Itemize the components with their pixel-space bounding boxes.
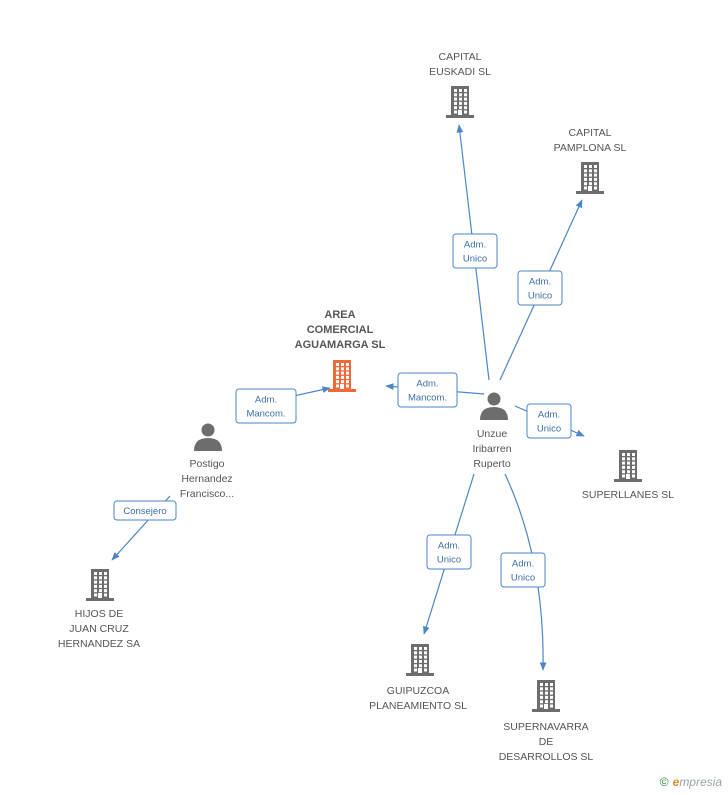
edge-label-text: Unico bbox=[537, 424, 561, 435]
edge-unzue-to-area[interactable]: Adm. Mancom. bbox=[385, 372, 485, 408]
building-icon bbox=[86, 569, 114, 601]
node-label: SUPERNAVARRA bbox=[503, 721, 588, 733]
edge-label-text: Unico bbox=[511, 573, 535, 584]
node-label: Iribarren bbox=[472, 443, 511, 455]
edge-unzue-to-pamplona[interactable]: Adm. Unico bbox=[499, 199, 583, 381]
building-icon bbox=[576, 162, 604, 194]
building-icon bbox=[328, 360, 356, 392]
node-label: Ruperto bbox=[473, 458, 511, 470]
copyright-symbol: © bbox=[659, 775, 669, 789]
edges-layer: Adm.UnicoAdm.UnicoAdm.Mancom.Adm.UnicoAd… bbox=[111, 124, 585, 671]
node-label: Hernandez bbox=[181, 473, 232, 485]
edge-label-text: Adm. bbox=[255, 395, 277, 406]
building-icon bbox=[614, 450, 642, 482]
node-label: DE bbox=[539, 736, 554, 748]
node-guipuzcoa[interactable]: GUIPUZCOA PLANEAMIENTO SL bbox=[369, 644, 467, 712]
node-label: CAPITAL bbox=[439, 51, 482, 63]
node-label: EUSKADI SL bbox=[429, 66, 491, 78]
edge-label-text: Consejero bbox=[123, 506, 166, 517]
footer-brand: © empresia bbox=[660, 775, 722, 789]
node-euskadi[interactable]: CAPITAL EUSKADI SL bbox=[429, 51, 491, 118]
edge-label-box[interactable] bbox=[397, 372, 458, 408]
edge-label-text: Adm. bbox=[512, 559, 534, 570]
edge-label-text: Adm. bbox=[529, 277, 551, 288]
node-postigo[interactable]: PostigoHernandezFrancisco... bbox=[180, 423, 234, 501]
edge-unzue-to-guipuzcoa[interactable]: Adm. Unico bbox=[423, 473, 475, 635]
edge-label-text: Adm. bbox=[464, 240, 486, 251]
edge-label-box[interactable] bbox=[113, 500, 177, 521]
edge-label-text: Unico bbox=[437, 555, 461, 566]
edge-unzue-to-supernavarra[interactable]: Adm. Unico bbox=[500, 473, 547, 671]
node-label: JUAN CRUZ bbox=[69, 623, 129, 635]
building-icon bbox=[406, 644, 434, 676]
node-label: AGUAMARGA SL bbox=[295, 339, 386, 351]
edge-label-box[interactable] bbox=[452, 233, 498, 269]
node-label: DESARROLLOS SL bbox=[499, 751, 594, 763]
edge-unzue-to-superllanes[interactable]: Adm. Unico bbox=[514, 403, 585, 439]
person-icon bbox=[194, 423, 222, 451]
edge-label-box[interactable] bbox=[426, 534, 472, 570]
node-hijos[interactable]: HIJOS DE JUAN CRUZ HERNANDEZ SA bbox=[58, 569, 140, 650]
edge-label-text: Mancom. bbox=[408, 393, 447, 404]
building-icon bbox=[532, 680, 560, 712]
edge-label-text: Adm. bbox=[416, 379, 438, 390]
node-label: Unzue bbox=[477, 428, 508, 440]
node-pamplona[interactable]: CAPITAL PAMPLONA SL bbox=[554, 127, 627, 194]
edge-label-text: Unico bbox=[463, 254, 487, 265]
node-label: Francisco... bbox=[180, 488, 234, 500]
edge-label-text: Unico bbox=[528, 291, 552, 302]
node-area[interactable]: AREA COMERCIAL AGUAMARGA SL bbox=[295, 309, 386, 392]
node-label: COMERCIAL bbox=[307, 324, 374, 336]
empresia-logo[interactable]: empresia bbox=[672, 775, 722, 789]
node-label: Postigo bbox=[189, 458, 224, 470]
edge-label-box[interactable] bbox=[526, 403, 572, 439]
nodes-layer: AREA COMERCIAL AGUAMARGA SL CAPITAL EUSKADI … bbox=[58, 51, 674, 763]
edge-postigo-to-hijos[interactable]: Consejero bbox=[111, 495, 177, 561]
edge-unzue-to-euskadi[interactable]: Adm. Unico bbox=[452, 124, 498, 381]
node-label: GUIPUZCOA bbox=[387, 685, 449, 697]
edge-label-text: Mancom. bbox=[246, 409, 285, 420]
building-icon bbox=[446, 86, 474, 118]
node-superllanes[interactable]: SUPERLLANES SL bbox=[582, 450, 674, 501]
edge-label-box[interactable] bbox=[235, 388, 297, 424]
node-label: HERNANDEZ SA bbox=[58, 638, 140, 650]
node-label: CAPITAL bbox=[569, 127, 612, 139]
edge-label-text: Adm. bbox=[438, 541, 460, 552]
edge-postigo-to-area[interactable]: Adm. Mancom. bbox=[235, 386, 331, 424]
node-label: PAMPLONA SL bbox=[554, 142, 627, 154]
node-label: HIJOS DE bbox=[75, 608, 123, 620]
node-supernavarra[interactable]: SUPERNAVARRA DE DESARROLLOS SL bbox=[499, 680, 594, 763]
node-label: SUPERLLANES SL bbox=[582, 489, 674, 501]
node-label: AREA bbox=[324, 309, 355, 321]
edge-label-box[interactable] bbox=[517, 270, 563, 306]
person-icon bbox=[480, 392, 508, 420]
edge-label-text: Adm. bbox=[538, 410, 560, 421]
node-label: PLANEAMIENTO SL bbox=[369, 700, 467, 712]
edge-label-box[interactable] bbox=[500, 552, 546, 588]
